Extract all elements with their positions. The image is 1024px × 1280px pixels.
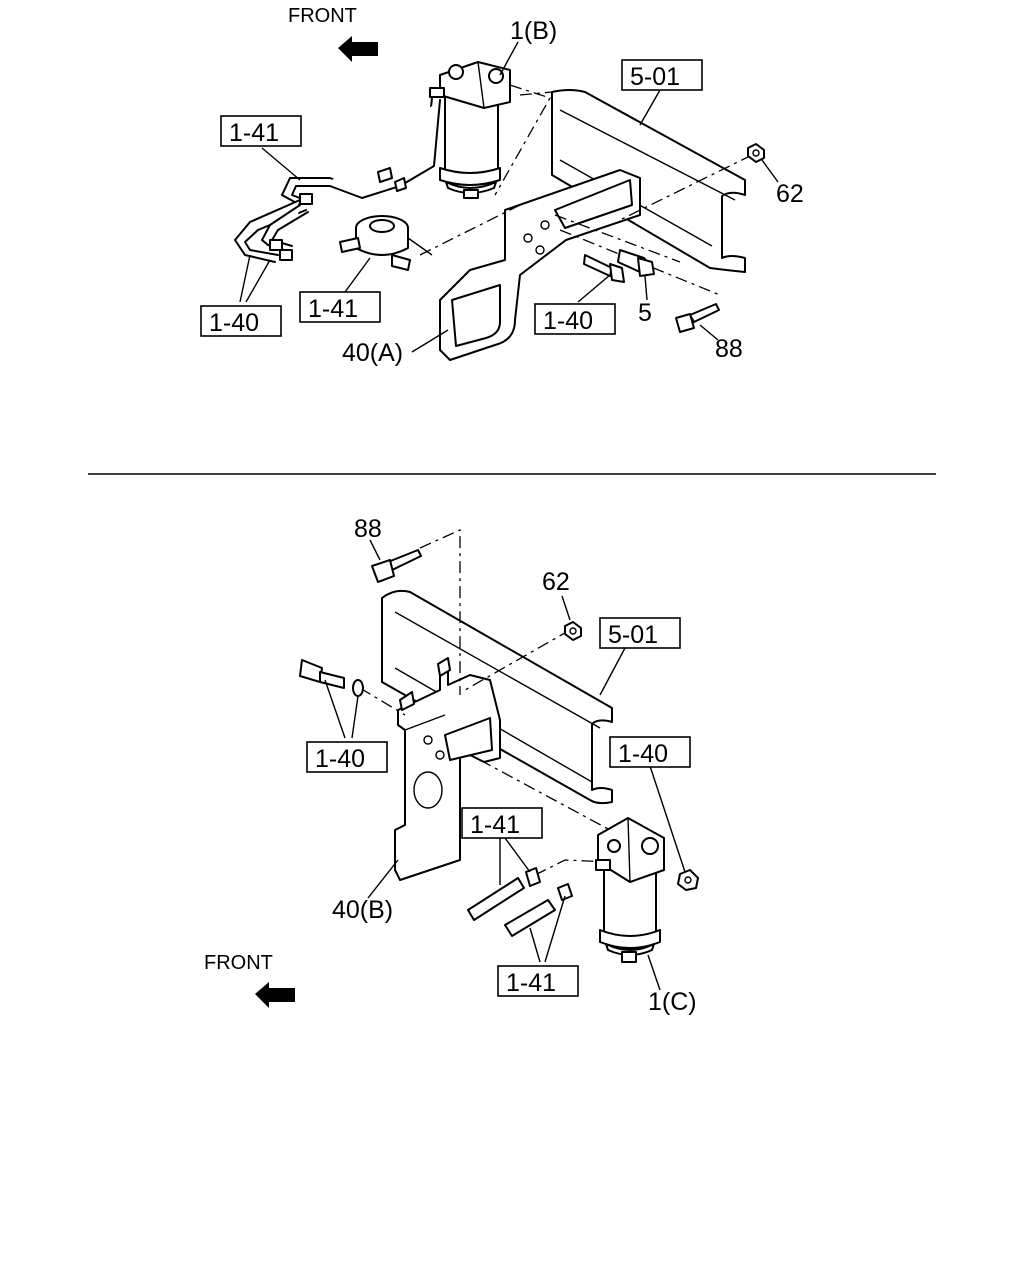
top-priming-pump bbox=[339, 215, 433, 271]
top-bolt-1-40 bbox=[583, 254, 625, 283]
bottom-left-connector bbox=[359, 687, 406, 716]
top-label-nut: 62 bbox=[776, 180, 804, 208]
bottom-fuel-hoses bbox=[467, 867, 573, 937]
bottom-bolt-88 bbox=[371, 549, 422, 583]
bottom-label-hose-lower: 1-41 bbox=[506, 969, 556, 997]
top-filter-connector-2 bbox=[419, 204, 521, 256]
top-filter-connector-1 bbox=[494, 84, 551, 196]
bottom-nut-62 bbox=[564, 621, 582, 641]
bottom-label-bolt-88: 88 bbox=[354, 515, 382, 543]
top-leader-hose-left-1 bbox=[239, 254, 251, 303]
bottom-leader-bolt-left-2 bbox=[351, 695, 359, 739]
bottom-nut-connector bbox=[464, 629, 571, 691]
top-label-frame: 5-01 bbox=[630, 63, 680, 91]
bottom-bolt-1-40 bbox=[299, 659, 364, 697]
top-label-bolt-88: 88 bbox=[715, 335, 743, 363]
bottom-fuel-filter-c bbox=[595, 817, 665, 963]
top-label-bolt-5: 5 bbox=[638, 299, 652, 327]
top-fuel-filter-b bbox=[429, 61, 511, 199]
top-front-label: FRONT bbox=[288, 5, 357, 27]
bottom-view: 88 62 5-01 1-40 1-40 1-41 1-41 40(B) 1(C… bbox=[204, 515, 699, 1016]
top-leader-bolt-1-40 bbox=[577, 274, 611, 303]
bottom-bolt-connector bbox=[419, 528, 461, 695]
bottom-leader-bolt-88 bbox=[369, 539, 381, 561]
top-leader-nut bbox=[761, 159, 779, 183]
top-frame-rail bbox=[519, 89, 746, 273]
bottom-leader-nut bbox=[561, 595, 571, 621]
top-nut-62 bbox=[747, 143, 765, 163]
top-leader-hose-lower bbox=[344, 257, 371, 293]
top-leader-frame bbox=[639, 89, 661, 126]
top-view: FRONT bbox=[200, 5, 804, 367]
top-bolt-5 bbox=[617, 249, 655, 277]
bottom-front-label: FRONT bbox=[204, 952, 273, 974]
top-label-filter-b: 1(B) bbox=[510, 17, 557, 45]
top-leader-bolt-88 bbox=[699, 324, 719, 341]
top-box-frame bbox=[621, 59, 703, 91]
bottom-label-filter-c: 1(C) bbox=[648, 988, 697, 1016]
bottom-label-bracket-b: 40(B) bbox=[332, 896, 393, 924]
top-box-bolt bbox=[534, 303, 616, 335]
bottom-label-nut-right: 1-40 bbox=[618, 740, 668, 768]
top-label-hose-upper: 1-41 bbox=[229, 119, 279, 147]
bottom-hose-connector bbox=[534, 859, 611, 876]
top-label-bracket-a: 40(A) bbox=[342, 339, 403, 367]
bottom-leader-hose-upper-2 bbox=[504, 837, 531, 873]
top-bolt-88 bbox=[675, 303, 720, 333]
top-label-hose-lower: 1-41 bbox=[308, 295, 358, 323]
top-box-hose-left bbox=[200, 305, 282, 337]
top-box-hose-upper bbox=[220, 115, 302, 147]
bottom-box-frame bbox=[599, 617, 681, 649]
top-bracket-a bbox=[439, 169, 721, 361]
top-leader-filter-b bbox=[499, 41, 519, 76]
bottom-front-arrow-icon bbox=[255, 982, 295, 1008]
bottom-box-hose-lower bbox=[497, 965, 579, 997]
top-fuel-hoses bbox=[234, 97, 441, 263]
bottom-leader-filter bbox=[647, 954, 661, 991]
bottom-label-hose-upper: 1-41 bbox=[470, 811, 520, 839]
top-leader-bracket bbox=[411, 329, 449, 353]
bottom-box-hose-upper bbox=[461, 807, 543, 839]
bottom-label-frame: 5-01 bbox=[608, 621, 658, 649]
bottom-leader-bracket bbox=[367, 859, 399, 899]
top-front-arrow-icon bbox=[338, 36, 378, 62]
top-label-bolt: 1-40 bbox=[543, 307, 593, 335]
bottom-leader-hose-lower-1 bbox=[529, 927, 541, 963]
bottom-leader-frame bbox=[599, 647, 626, 696]
bottom-leader-hose-lower-2 bbox=[544, 895, 566, 963]
bottom-label-bolt-left: 1-40 bbox=[315, 745, 365, 773]
bottom-nut-1-40 bbox=[677, 869, 699, 891]
top-leader-hose-left-2 bbox=[245, 259, 271, 303]
top-label-hose-left: 1-40 bbox=[209, 309, 259, 337]
bottom-box-bolt-left bbox=[306, 741, 388, 773]
top-box-hose-lower bbox=[299, 291, 381, 323]
bottom-box-nut-right bbox=[609, 736, 691, 768]
bottom-leader-bolt-left-1 bbox=[324, 679, 346, 739]
bottom-label-nut: 62 bbox=[542, 568, 570, 596]
top-leader-hose-upper bbox=[261, 147, 301, 181]
bottom-leader-nut-right bbox=[649, 765, 686, 873]
top-leader-bolt-5 bbox=[644, 275, 648, 301]
